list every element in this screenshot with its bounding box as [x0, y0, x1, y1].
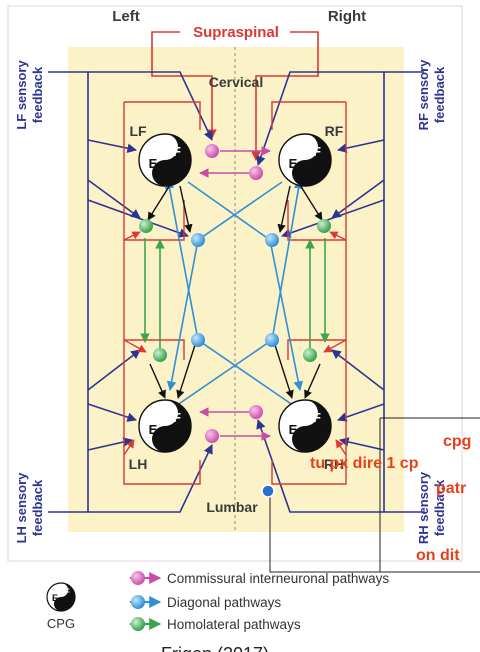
- cpg-lh: E F: [138, 399, 192, 453]
- lumbar-label: Lumbar: [206, 499, 258, 515]
- annotation-cursor-dot[interactable]: [261, 484, 275, 498]
- annotation-line-1: cpg: [443, 433, 471, 450]
- diagonal-node: [191, 233, 205, 247]
- homolateral-node: [303, 348, 317, 362]
- diagonal-node: [265, 333, 279, 347]
- svg-text:E: E: [289, 156, 298, 171]
- svg-text:Diagonal pathways: Diagonal pathways: [167, 595, 281, 610]
- commissural-node: [205, 144, 219, 158]
- svg-text:E: E: [149, 422, 158, 437]
- commissural-node: [249, 405, 263, 419]
- svg-text:E: E: [289, 422, 298, 437]
- svg-text:F: F: [64, 587, 70, 597]
- legend-commissural: Commissural interneuronal pathways: [130, 571, 389, 586]
- annotation-line-2: tu px dire 1 cp: [310, 455, 419, 472]
- homolateral-node: [317, 219, 331, 233]
- cervical-label: Cervical: [209, 74, 263, 90]
- svg-text:E: E: [52, 593, 58, 603]
- supraspinal-label: Supraspinal: [193, 24, 279, 41]
- svg-text:Commissural interneuronal path: Commissural interneuronal pathways: [167, 571, 389, 586]
- diagonal-node: [265, 233, 279, 247]
- commissural-pathway-lines: [199, 146, 271, 441]
- legend-cpg-label: CPG: [47, 616, 75, 631]
- annotation-line-3: patr: [436, 480, 466, 497]
- sensory-feedback-pathways: [48, 71, 424, 513]
- citation: Frigon (2017): [161, 644, 269, 652]
- cpg-lh-label: LH: [129, 456, 148, 472]
- commissural-node: [249, 166, 263, 180]
- cpg-rf: E F: [278, 133, 332, 187]
- diagonal-node: [191, 333, 205, 347]
- svg-text:F: F: [173, 144, 181, 159]
- cpg-rh: E F: [278, 399, 332, 453]
- lh-sensory-label: LH sensoryfeedback: [14, 472, 45, 544]
- homolateral-node: [153, 348, 167, 362]
- cpg-rf-label: RF: [325, 123, 344, 139]
- cpg-lf: E F: [138, 133, 192, 187]
- svg-text:F: F: [313, 410, 321, 425]
- legend-homolateral: Homolateral pathways: [130, 617, 301, 632]
- homolateral-pathway-lines: [140, 238, 330, 354]
- svg-text:F: F: [313, 144, 321, 159]
- homolateral-node: [139, 219, 153, 233]
- lf-sensory-label: LF sensoryfeedback: [14, 60, 45, 130]
- figure-frame: [7, 5, 463, 562]
- rh-sensory-label: RH sensoryfeedback: [416, 471, 447, 544]
- right-side-label: Right: [328, 8, 366, 25]
- supraspinal-distribution: [123, 101, 347, 485]
- svg-text:Homolateral pathways: Homolateral pathways: [167, 617, 301, 632]
- supraspinal-pathway: [151, 31, 319, 161]
- left-side-label: Left: [112, 8, 140, 25]
- cpg-output-arrows: [147, 184, 323, 399]
- svg-text:E: E: [149, 156, 158, 171]
- svg-text:F: F: [173, 410, 181, 425]
- rf-sensory-label: RF sensoryfeedback: [416, 59, 447, 131]
- commissural-node: [205, 429, 219, 443]
- legend-diagonal: Diagonal pathways: [130, 595, 281, 610]
- annotation-bracket: [269, 417, 480, 573]
- legend-cpg-icon: E F: [46, 582, 76, 612]
- cpg-rh-label: RH: [324, 456, 344, 472]
- annotation-line-4: on dit: [416, 547, 460, 564]
- cpg-lf-label: LF: [129, 123, 147, 139]
